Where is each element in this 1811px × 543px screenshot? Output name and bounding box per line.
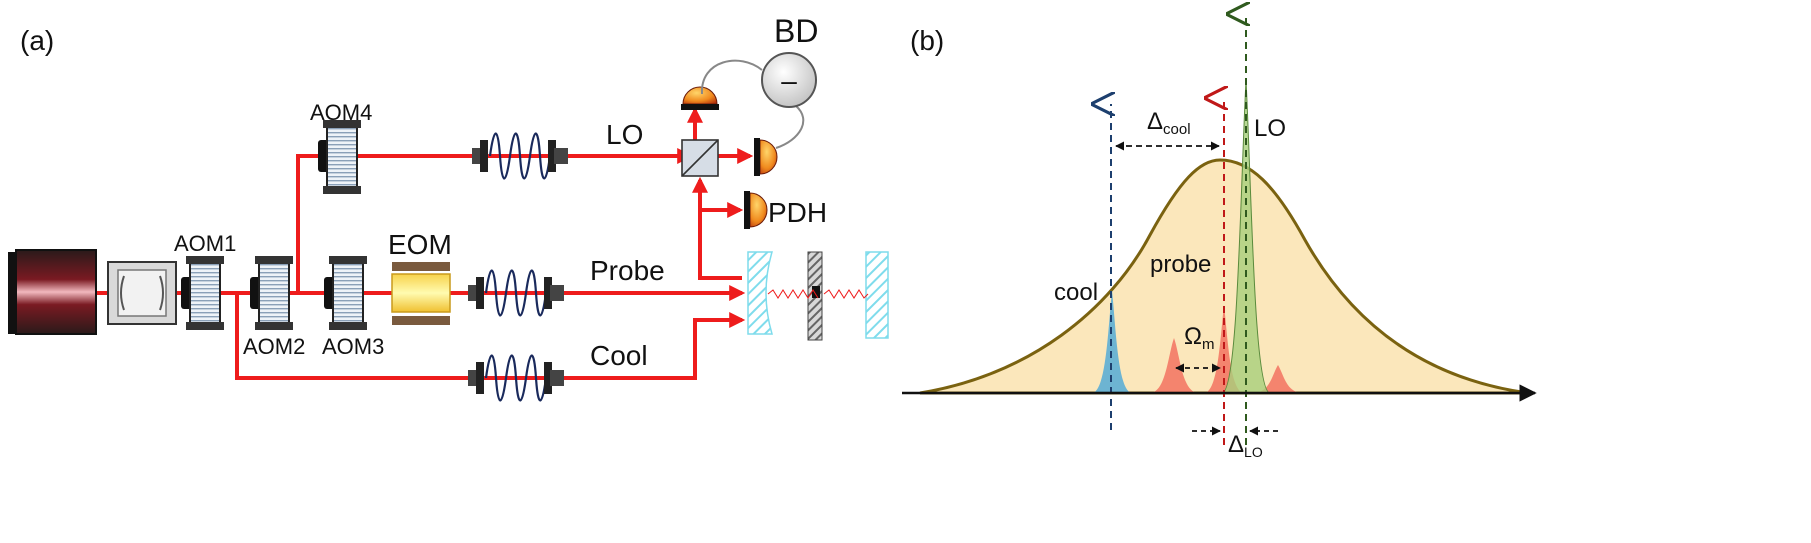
cool-peak-label: cool — [1054, 279, 1098, 306]
aom3-label: AOM3 — [322, 334, 384, 359]
aom3: AOM3 — [322, 256, 384, 359]
cool-beam-label: Cool — [590, 340, 648, 371]
probe-sideband-left — [1150, 338, 1198, 393]
eom-label: EOM — [388, 229, 452, 260]
panel-b-label: (b) — [910, 25, 944, 56]
aom4-label: AOM4 — [310, 100, 372, 125]
lo-peak-label: LO — [1254, 115, 1286, 142]
bd-label: BD — [774, 13, 818, 49]
fiber-cool — [468, 354, 564, 402]
eom: EOM — [388, 229, 452, 325]
detector-top — [681, 86, 719, 110]
pdh-label: PDH — [768, 197, 827, 228]
probe-beam-label: Probe — [590, 255, 665, 286]
balanced-detector: – BD — [700, 13, 818, 149]
aom2: AOM2 — [243, 256, 305, 359]
reflection-up — [692, 176, 742, 280]
panel-b: (b) Δcool Ωm ΔLO LO probe cool — [902, 14, 1537, 460]
bd-symbol: – — [781, 65, 797, 96]
intracavity-field — [767, 289, 869, 299]
probe-sideband-right — [1254, 365, 1302, 393]
panel-a-label: (a) — [20, 25, 54, 56]
output-mirror — [865, 251, 889, 339]
pdh-detector: PDH — [744, 191, 827, 229]
detector-right — [754, 138, 778, 176]
lo-beam-label: LO — [606, 119, 643, 150]
aom4: AOM4 — [310, 100, 372, 194]
aom2-label: AOM2 — [243, 334, 305, 359]
omega-m-label: Ωm — [1184, 323, 1214, 353]
probe-peak-label: probe — [1150, 251, 1211, 278]
aom1-label: AOM1 — [174, 231, 236, 256]
aom1: AOM1 — [174, 231, 236, 330]
delta-cool-label: Δcool — [1147, 108, 1191, 138]
panel-a: (a) AOM1 — [8, 13, 889, 402]
beam-splitter — [681, 139, 719, 177]
optical-cavity — [747, 251, 889, 341]
laser-source — [8, 249, 97, 335]
optical-isolator — [107, 261, 177, 325]
delta-lo-label: ΔLO — [1228, 431, 1263, 460]
cool-beam — [235, 293, 746, 380]
fiber-probe — [468, 269, 564, 317]
fiber-lo — [472, 132, 568, 180]
input-mirror — [747, 251, 774, 335]
